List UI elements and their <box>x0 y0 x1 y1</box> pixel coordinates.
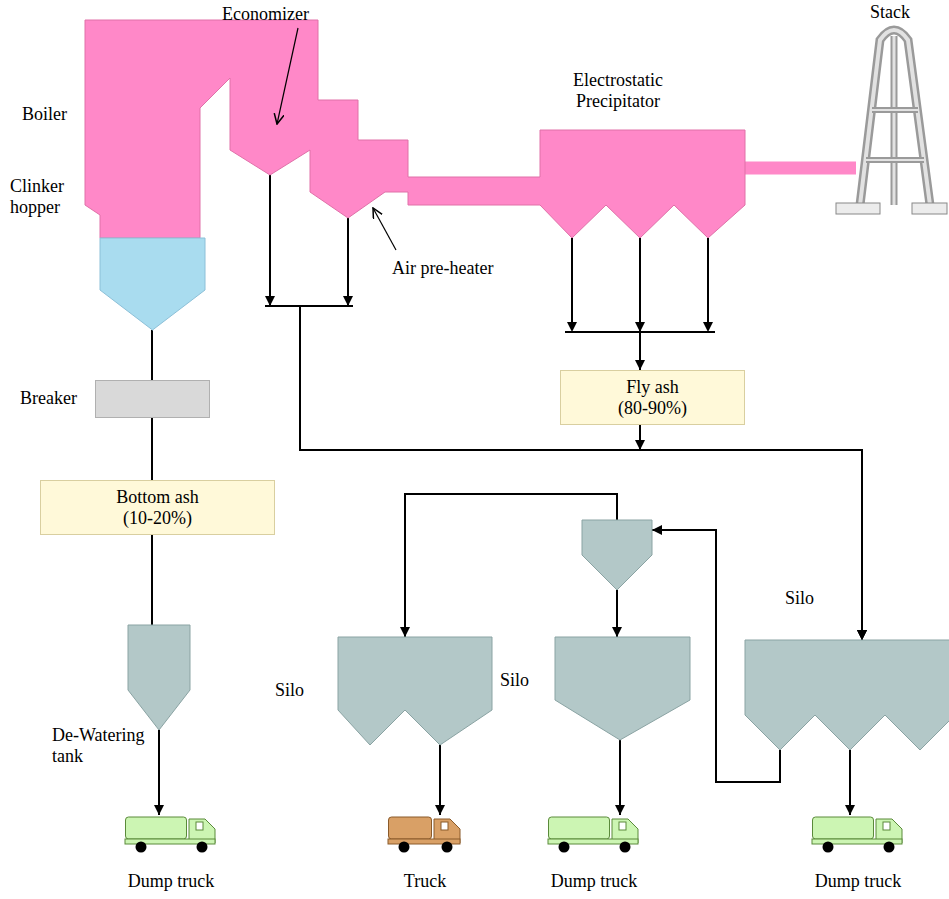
boiler: Boiler <box>85 20 200 238</box>
flow-connector <box>640 425 862 640</box>
silo: Silo <box>338 637 492 745</box>
truck-wheel <box>399 842 410 853</box>
flow-connector <box>849 750 851 815</box>
silo-shape <box>555 637 690 740</box>
dump-truck: Dump truck <box>548 815 640 853</box>
truck-wheel <box>559 842 570 853</box>
clinker-hopper-shape <box>100 238 205 330</box>
node-label: Air pre-heater <box>392 258 493 279</box>
truck-wheel <box>620 842 631 853</box>
truck-body <box>389 817 432 839</box>
node-label: Fly ash (80-90%) <box>613 377 693 418</box>
node-label: Breaker <box>20 388 77 409</box>
electrostatic-precipitator: Electrostatic Precipitator <box>540 130 745 238</box>
truck-body <box>813 817 874 839</box>
truck-wheel <box>823 842 834 853</box>
truck-outline <box>388 815 462 853</box>
node-label: Truck <box>360 871 490 892</box>
dewatering-tank-outline <box>128 625 190 730</box>
economizer: Economizer <box>230 78 310 175</box>
bottom-ash-box-shape <box>41 481 275 535</box>
truck: Truck <box>388 815 462 853</box>
node-label: Silo <box>275 680 304 701</box>
flow-connector <box>151 330 153 380</box>
stack: Stack <box>856 28 940 215</box>
breaker-outline <box>95 380 210 418</box>
clinker-hopper-outline <box>100 238 205 330</box>
ash-drop-lines <box>265 238 715 332</box>
dump-truck: Dump truck <box>125 815 217 853</box>
flow-connector <box>158 730 160 815</box>
dump-truck: Dump truck <box>812 815 904 853</box>
node-label: Dump truck <box>529 871 659 892</box>
node-label: Clinker hopper <box>10 176 85 217</box>
truck-wheel <box>136 842 147 853</box>
fly-ash-box: Fly ash (80-90%) <box>560 370 745 425</box>
flow-connector <box>151 418 153 480</box>
flue-duct <box>745 162 856 175</box>
dump-truck-outline <box>125 815 217 853</box>
silo-outline <box>745 640 949 750</box>
truck-window <box>883 822 890 830</box>
silo-outline <box>555 637 690 740</box>
node-label: Economizer <box>222 4 309 25</box>
dump-truck-outline <box>548 815 640 853</box>
dewatering-tank-shape <box>128 625 190 730</box>
silo-shape <box>745 640 949 750</box>
truck-window <box>196 822 203 830</box>
leader-lines <box>277 28 396 250</box>
silo: Silo <box>745 640 949 750</box>
clinker-hopper: Clinker hopper <box>100 238 205 330</box>
node-label: Dump truck <box>793 871 923 892</box>
truck-wheel <box>884 842 895 853</box>
breaker: Breaker <box>95 380 210 418</box>
dump-truck-outline <box>812 815 904 853</box>
bottom-ash-box: Bottom ash (10-20%) <box>40 480 275 535</box>
truck-body <box>126 817 187 839</box>
node-label: Boiler <box>22 104 67 125</box>
truck-window <box>441 822 448 830</box>
flow-connector <box>439 745 441 815</box>
node-label: Stack <box>855 2 925 23</box>
truck-wheel <box>442 842 453 853</box>
silo-outline <box>338 637 492 745</box>
node-label: Electrostatic Precipitator <box>548 70 688 111</box>
breaker-shape <box>96 381 210 418</box>
air-preheater: Air pre-heater <box>310 140 408 218</box>
node-label: De-Watering tank <box>52 725 152 766</box>
truck-wheel <box>197 842 208 853</box>
flow-connector <box>300 218 862 640</box>
flow-connector <box>151 535 153 625</box>
flow-connector <box>619 740 621 815</box>
node-label: Silo <box>785 588 814 609</box>
silo: Silo <box>555 637 690 740</box>
flow-connector <box>270 175 862 640</box>
fly-ash-box-shape <box>561 371 745 425</box>
node-label: Dump truck <box>106 871 236 892</box>
node-label: Bottom ash (10-20%) <box>108 487 208 528</box>
truck-window <box>619 822 626 830</box>
truck-body <box>549 817 610 839</box>
flue-gas-path <box>85 20 745 238</box>
silo-shape <box>338 637 492 745</box>
node-label: Silo <box>500 670 529 691</box>
transfer-hopper <box>582 520 652 590</box>
flow-arrowheads <box>265 296 713 535</box>
dewatering-tank: De-Watering tank <box>128 625 190 730</box>
stack-tower <box>836 30 947 214</box>
flow-connector <box>639 238 641 370</box>
